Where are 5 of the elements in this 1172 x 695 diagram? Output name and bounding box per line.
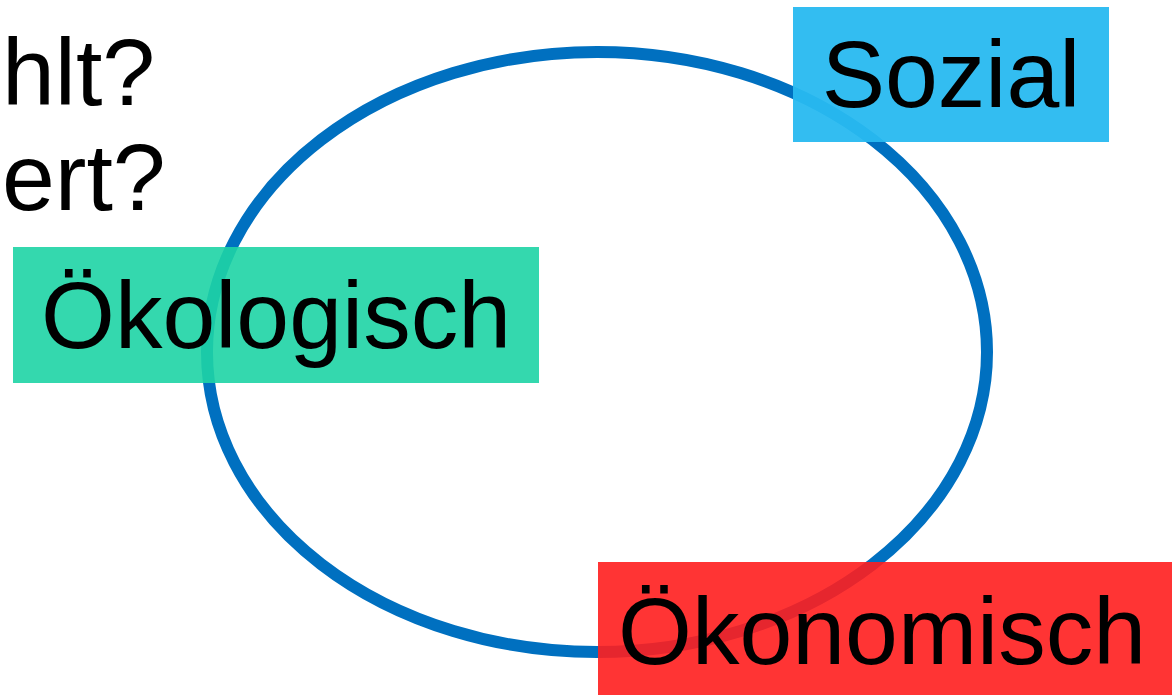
question-text: ert? xyxy=(2,130,166,225)
category-box: Sozial xyxy=(793,7,1109,142)
question-text: hlt? xyxy=(2,25,156,120)
category-box: Ökonomisch xyxy=(598,562,1172,695)
category-box: Ökologisch xyxy=(13,247,539,383)
